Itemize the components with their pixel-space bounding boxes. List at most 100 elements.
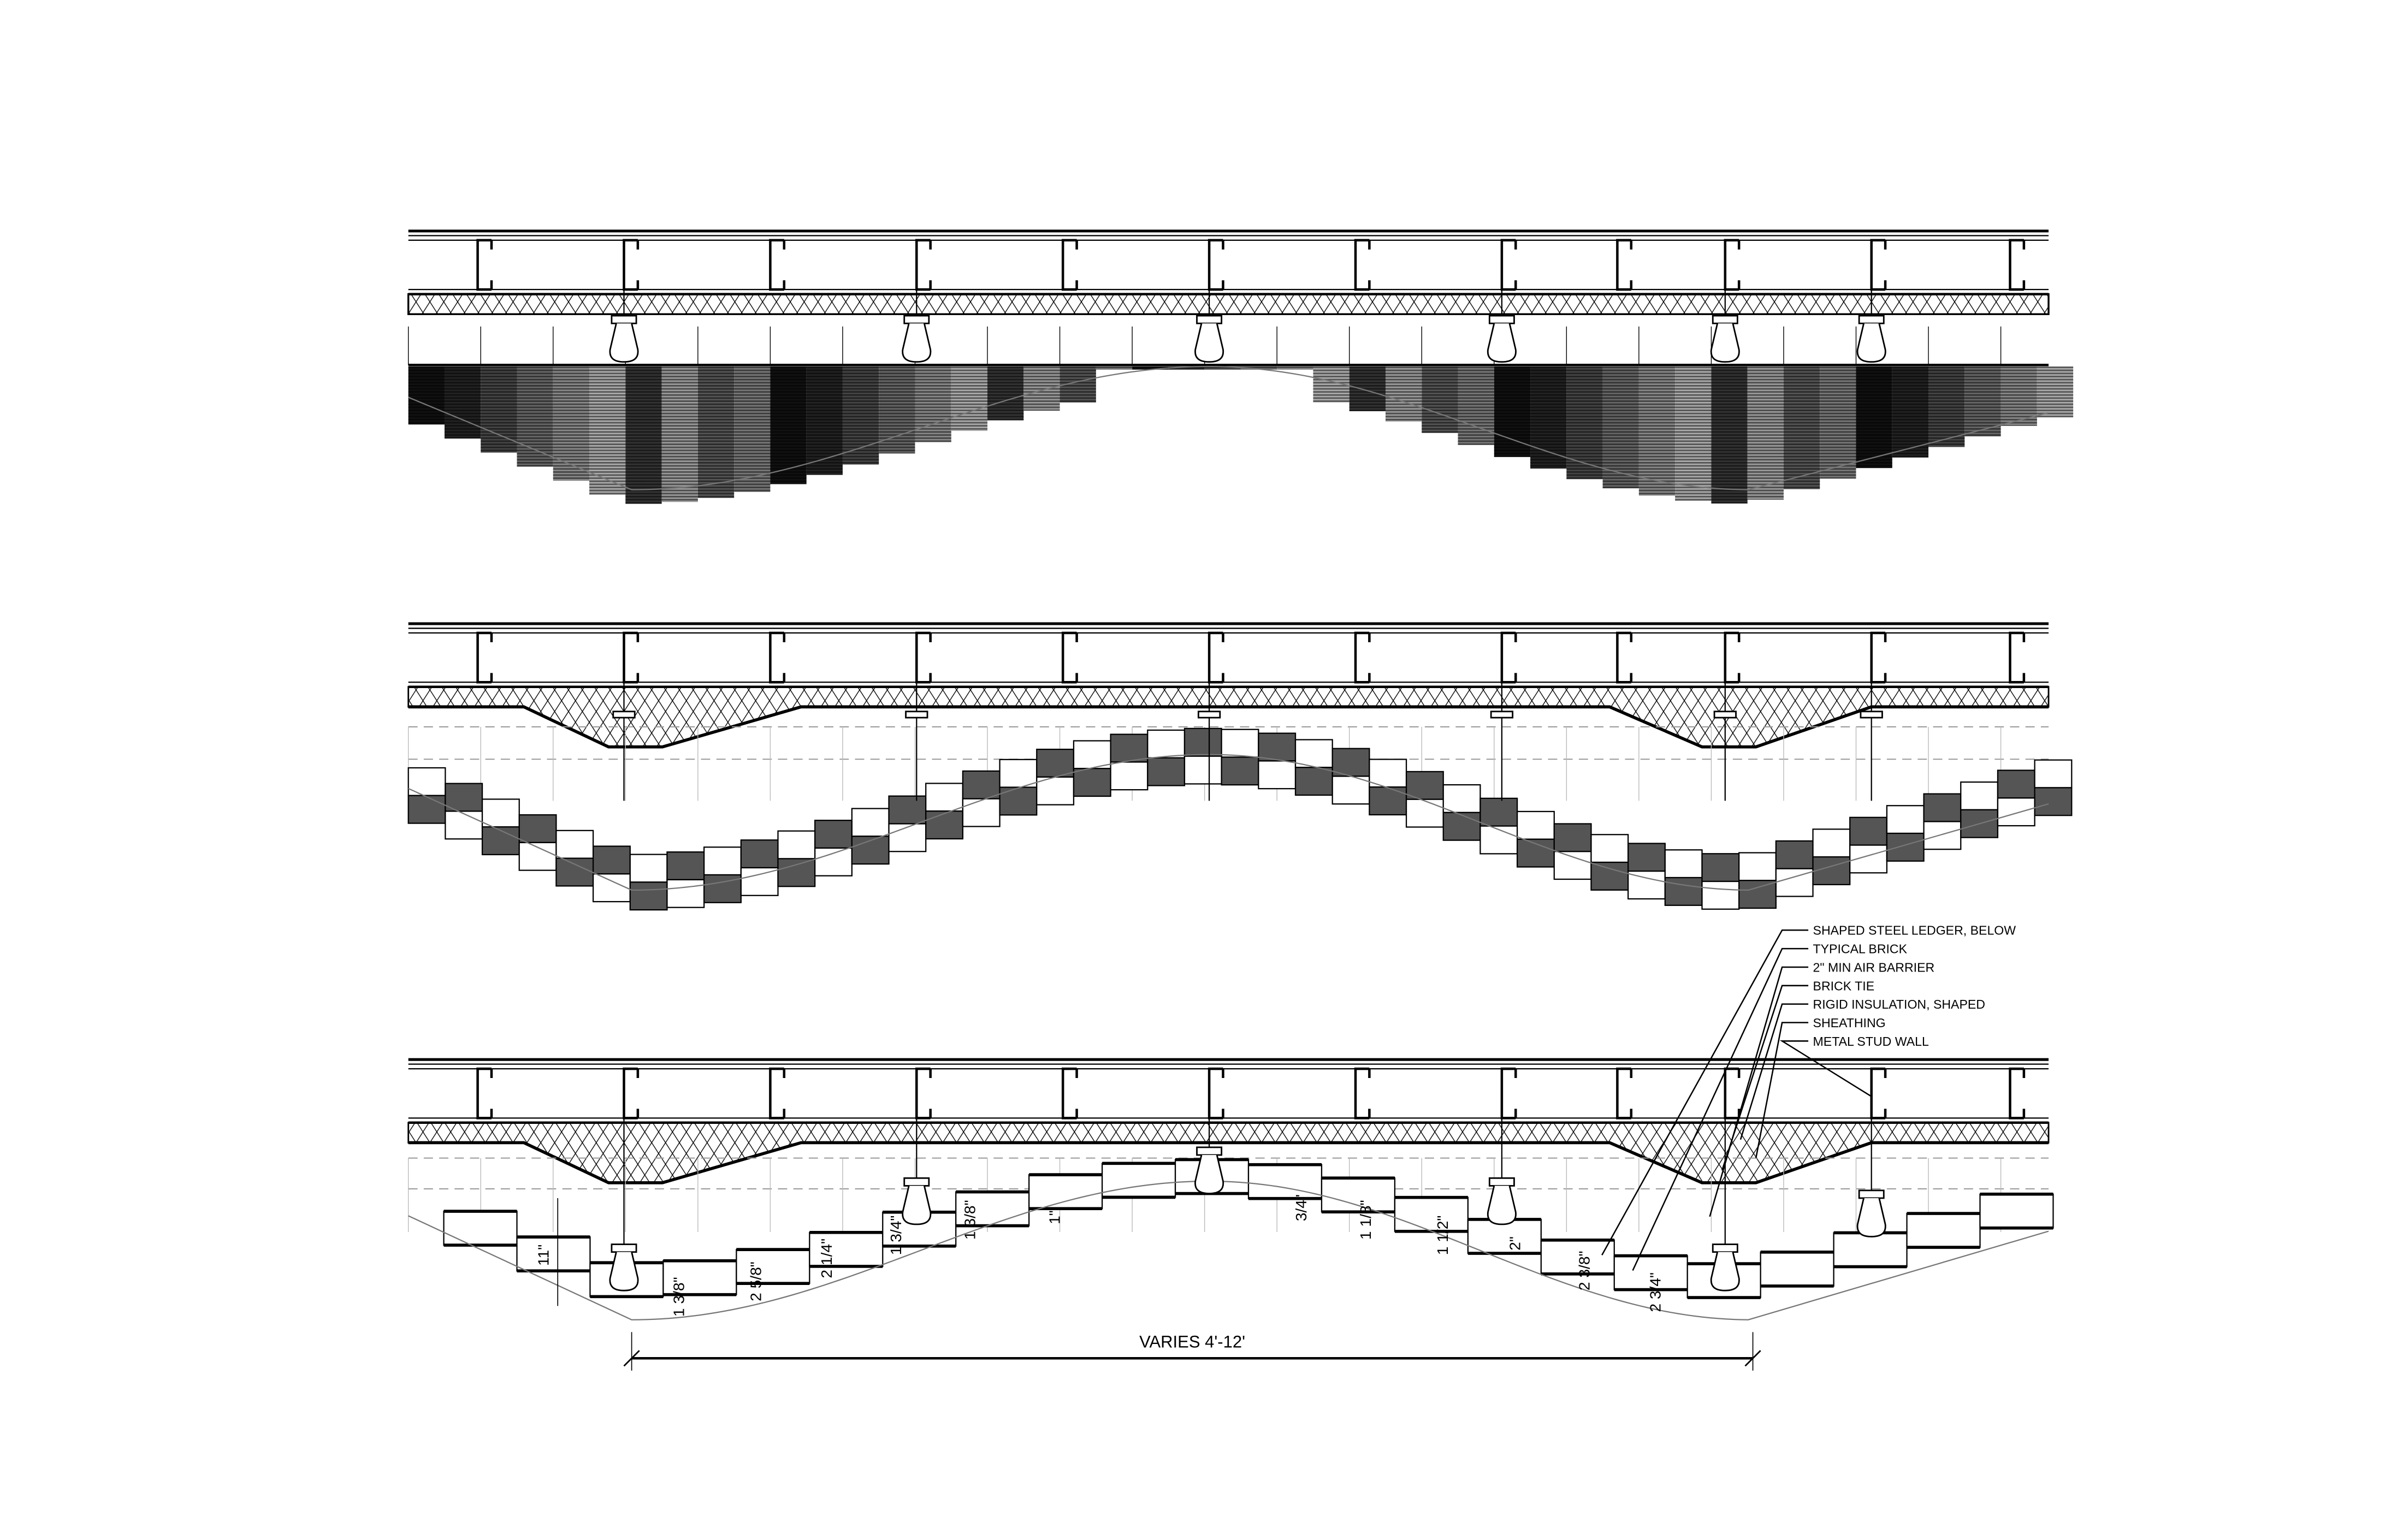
brick (445, 810, 483, 840)
brick-hatch (589, 366, 626, 495)
brick-hatch (806, 366, 843, 475)
brick (814, 847, 853, 876)
typical-brick (809, 1231, 884, 1267)
dim-label: 1 1/8" (1357, 1200, 1374, 1240)
ledger-anchor-icon (1710, 323, 1740, 363)
brick-hatch (2000, 366, 2037, 426)
metal-stud-icon (1208, 631, 1224, 684)
brick (518, 814, 557, 844)
brick (1738, 880, 1777, 909)
brick-hatch (1820, 366, 1856, 479)
brick (851, 808, 890, 837)
callout-leader (1779, 1040, 1872, 1097)
typical-brick (736, 1248, 810, 1284)
brick-hatch (1349, 366, 1386, 411)
brick (1923, 793, 1962, 822)
dim-label: 1 3/4" (887, 1216, 904, 1255)
brick-hatch (625, 366, 662, 504)
span-dimension: VARIES 4'-12' (623, 1332, 1761, 1371)
dim-label: 2 3/8" (1576, 1251, 1593, 1290)
metal-stud-icon (1616, 239, 1633, 291)
brick-hatch (1928, 366, 1965, 447)
brick-hatch (1675, 366, 1712, 501)
brick-hatch (1385, 366, 1422, 422)
brick (666, 879, 705, 908)
metal-stud-icon (1208, 239, 1224, 291)
typical-brick (1760, 1251, 1834, 1287)
brick-tie-plate (611, 315, 637, 324)
brick-hatch (1783, 366, 1820, 489)
brick-hatch (1892, 366, 1929, 458)
brick (1960, 781, 1999, 810)
typical-brick (1833, 1232, 1908, 1267)
brick-hatch (1422, 366, 1458, 433)
callout-insulation: RIGID INSULATION, SHAPED (1813, 997, 1985, 1011)
brick (1405, 798, 1444, 828)
brick (740, 867, 779, 896)
ledger-anchor-icon (1194, 323, 1224, 363)
callout-sheathing: SHEATHING (1813, 1016, 1886, 1030)
brick-hatch (734, 366, 771, 492)
brick-tie-plate (1490, 710, 1514, 719)
metal-stud-icon (915, 631, 932, 684)
callout-brick-tie: BRICK TIE (1813, 979, 1875, 993)
dim-label: 1" (1046, 1210, 1063, 1224)
brick (1442, 812, 1481, 841)
metal-stud-icon (476, 631, 493, 684)
ledger-anchor-icon (1487, 1186, 1517, 1225)
brick (962, 770, 1001, 799)
typical-brick (1906, 1212, 1981, 1248)
dim-label: 1 1/2" (1434, 1216, 1451, 1255)
dim-label: 2 1/4" (818, 1239, 835, 1278)
brick-hatch (553, 366, 590, 481)
insulation-edge (408, 1141, 2049, 1184)
brick (592, 873, 631, 903)
brick (1073, 740, 1111, 769)
brick (1221, 756, 1259, 786)
brick-hatch (915, 366, 951, 442)
dim-label: 11" (534, 1245, 552, 1266)
ledger-anchor-icon (902, 323, 932, 363)
brick (1036, 776, 1075, 805)
metal-stud-icon (1870, 239, 1887, 291)
brick (999, 759, 1038, 788)
brick-hatch (2037, 366, 2074, 418)
brick (1886, 805, 1925, 834)
ledger-anchor-icon (1710, 1252, 1740, 1292)
metal-stud-icon (769, 631, 786, 684)
metal-stud-icon (915, 1067, 932, 1120)
brick-tie-plate (1488, 1177, 1515, 1187)
typical-brick (443, 1210, 518, 1246)
callout-brick: TYPICAL BRICK (1813, 942, 1908, 956)
callout-stud-wall: METAL STUD WALL (1813, 1034, 1929, 1049)
brick (1369, 786, 1407, 816)
metal-stud-icon (1500, 631, 1517, 684)
callout-labels: SHAPED STEEL LEDGER, BELOW TYPICAL BRICK… (1813, 923, 2016, 1049)
brick-hatch (879, 366, 915, 454)
brick (1997, 797, 2035, 827)
metal-stud-icon (1354, 1067, 1371, 1120)
brick-hatch (951, 366, 988, 431)
metal-stud-icon (1061, 631, 1078, 684)
metal-stud-icon (769, 1067, 786, 1120)
brick (407, 795, 446, 824)
brick (740, 839, 779, 869)
brick-hatch (1711, 366, 1748, 504)
brick-hatch (1964, 366, 2001, 437)
brick-hatch (1566, 366, 1603, 479)
ledger-anchor-icon (1856, 323, 1886, 363)
brick (1442, 784, 1481, 814)
brick (777, 830, 816, 860)
brick-hatch (987, 366, 1024, 420)
brick (555, 857, 594, 887)
typical-brick (1394, 1197, 1469, 1232)
elevation-2-stepped-brick (407, 622, 2073, 911)
ledger-anchor-icon (902, 1186, 932, 1225)
brick-hatch (842, 366, 879, 465)
brick (1405, 771, 1444, 800)
brick (445, 783, 483, 812)
dim-label: 3/4" (1292, 1194, 1310, 1221)
elevation-3-dimensioned (407, 929, 2054, 1320)
brick-hatch (1458, 366, 1494, 445)
